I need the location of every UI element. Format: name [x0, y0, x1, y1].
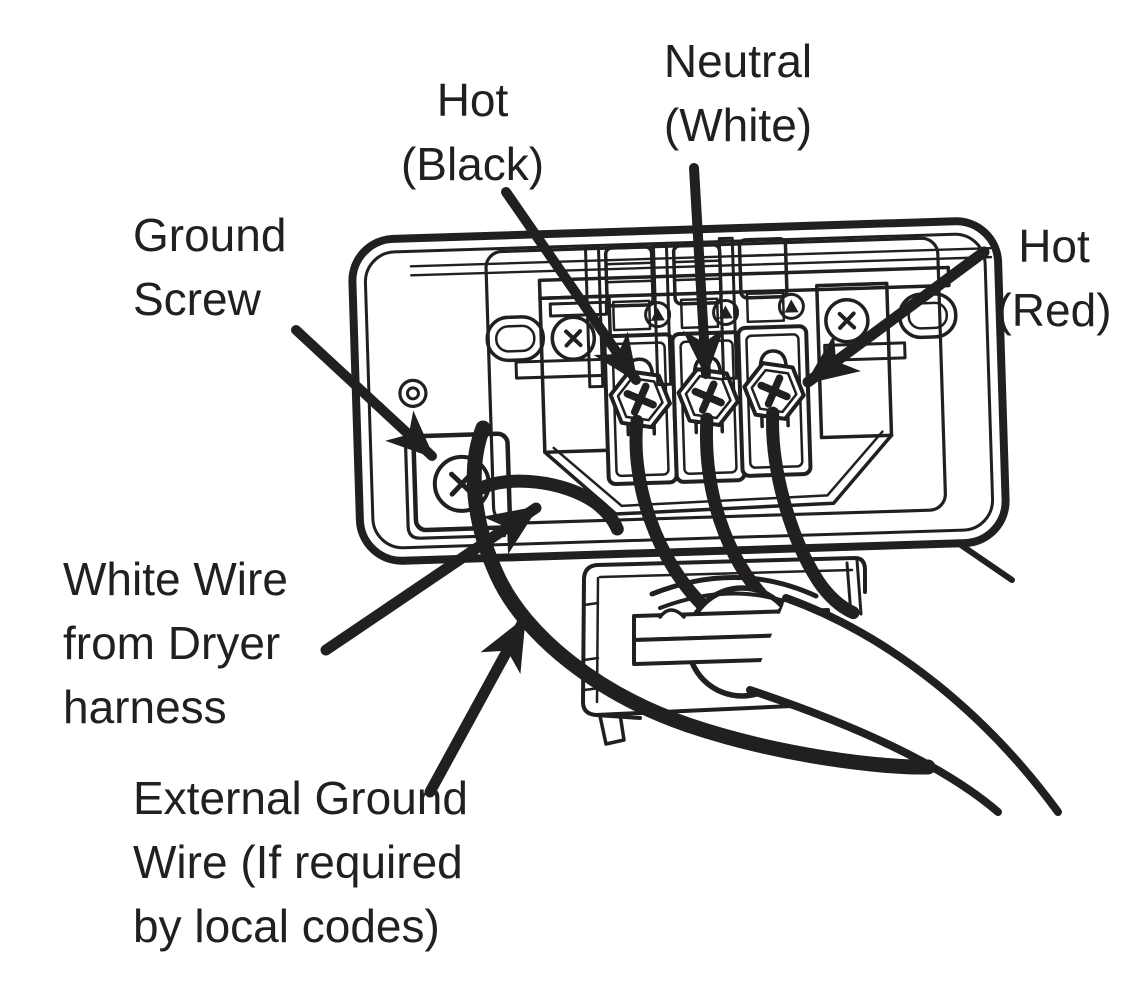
obround-slot-left: [485, 315, 546, 363]
label-line: Ground: [133, 209, 287, 261]
label-line: Wire (If required: [133, 836, 463, 888]
clamp-tab: [598, 712, 626, 746]
terminal-block-bracket: [485, 265, 958, 516]
external-ground-wire: [466, 420, 936, 775]
arrow-hot-black: [501, 187, 641, 385]
arrow-ground-screw: [291, 325, 437, 461]
label-line: Screw: [133, 273, 261, 325]
clamp-right-edge: [845, 558, 863, 617]
label-line: harness: [63, 681, 227, 733]
label-line: from Dryer: [63, 617, 281, 669]
label-line: (White): [663, 99, 813, 151]
label-line: by local codes): [133, 900, 440, 952]
label-line: (Black): [400, 138, 545, 190]
plate-outline: [348, 217, 1010, 565]
cord-stub: [955, 540, 1015, 583]
label-white-wire: White Wire from Dryer harness: [63, 547, 288, 739]
label-line: White Wire: [63, 553, 288, 605]
power-cord: [746, 594, 1062, 816]
arrow-hot-red: [802, 246, 990, 388]
arrow-external-ground: [424, 614, 530, 798]
label-hot-black: Hot (Black): [365, 68, 580, 196]
label-neutral-white: Neutral (White): [628, 29, 848, 157]
leader-arrows: [291, 163, 990, 798]
label-line: External Ground: [133, 772, 468, 824]
arrow-neutral-white: [682, 163, 725, 379]
arrow-white-wire: [320, 502, 542, 656]
label-line: Neutral: [663, 35, 813, 87]
label-external-ground: External Ground Wire (If required by loc…: [133, 766, 468, 958]
label-line: Hot: [436, 74, 509, 126]
label-hot-red: Hot (Red): [988, 214, 1120, 342]
label-line: (Red): [996, 284, 1112, 336]
white-wire-end: [474, 474, 624, 536]
rivet: [398, 378, 428, 408]
label-line: Hot: [1018, 220, 1090, 272]
label-ground-screw: Ground Screw: [133, 203, 286, 331]
